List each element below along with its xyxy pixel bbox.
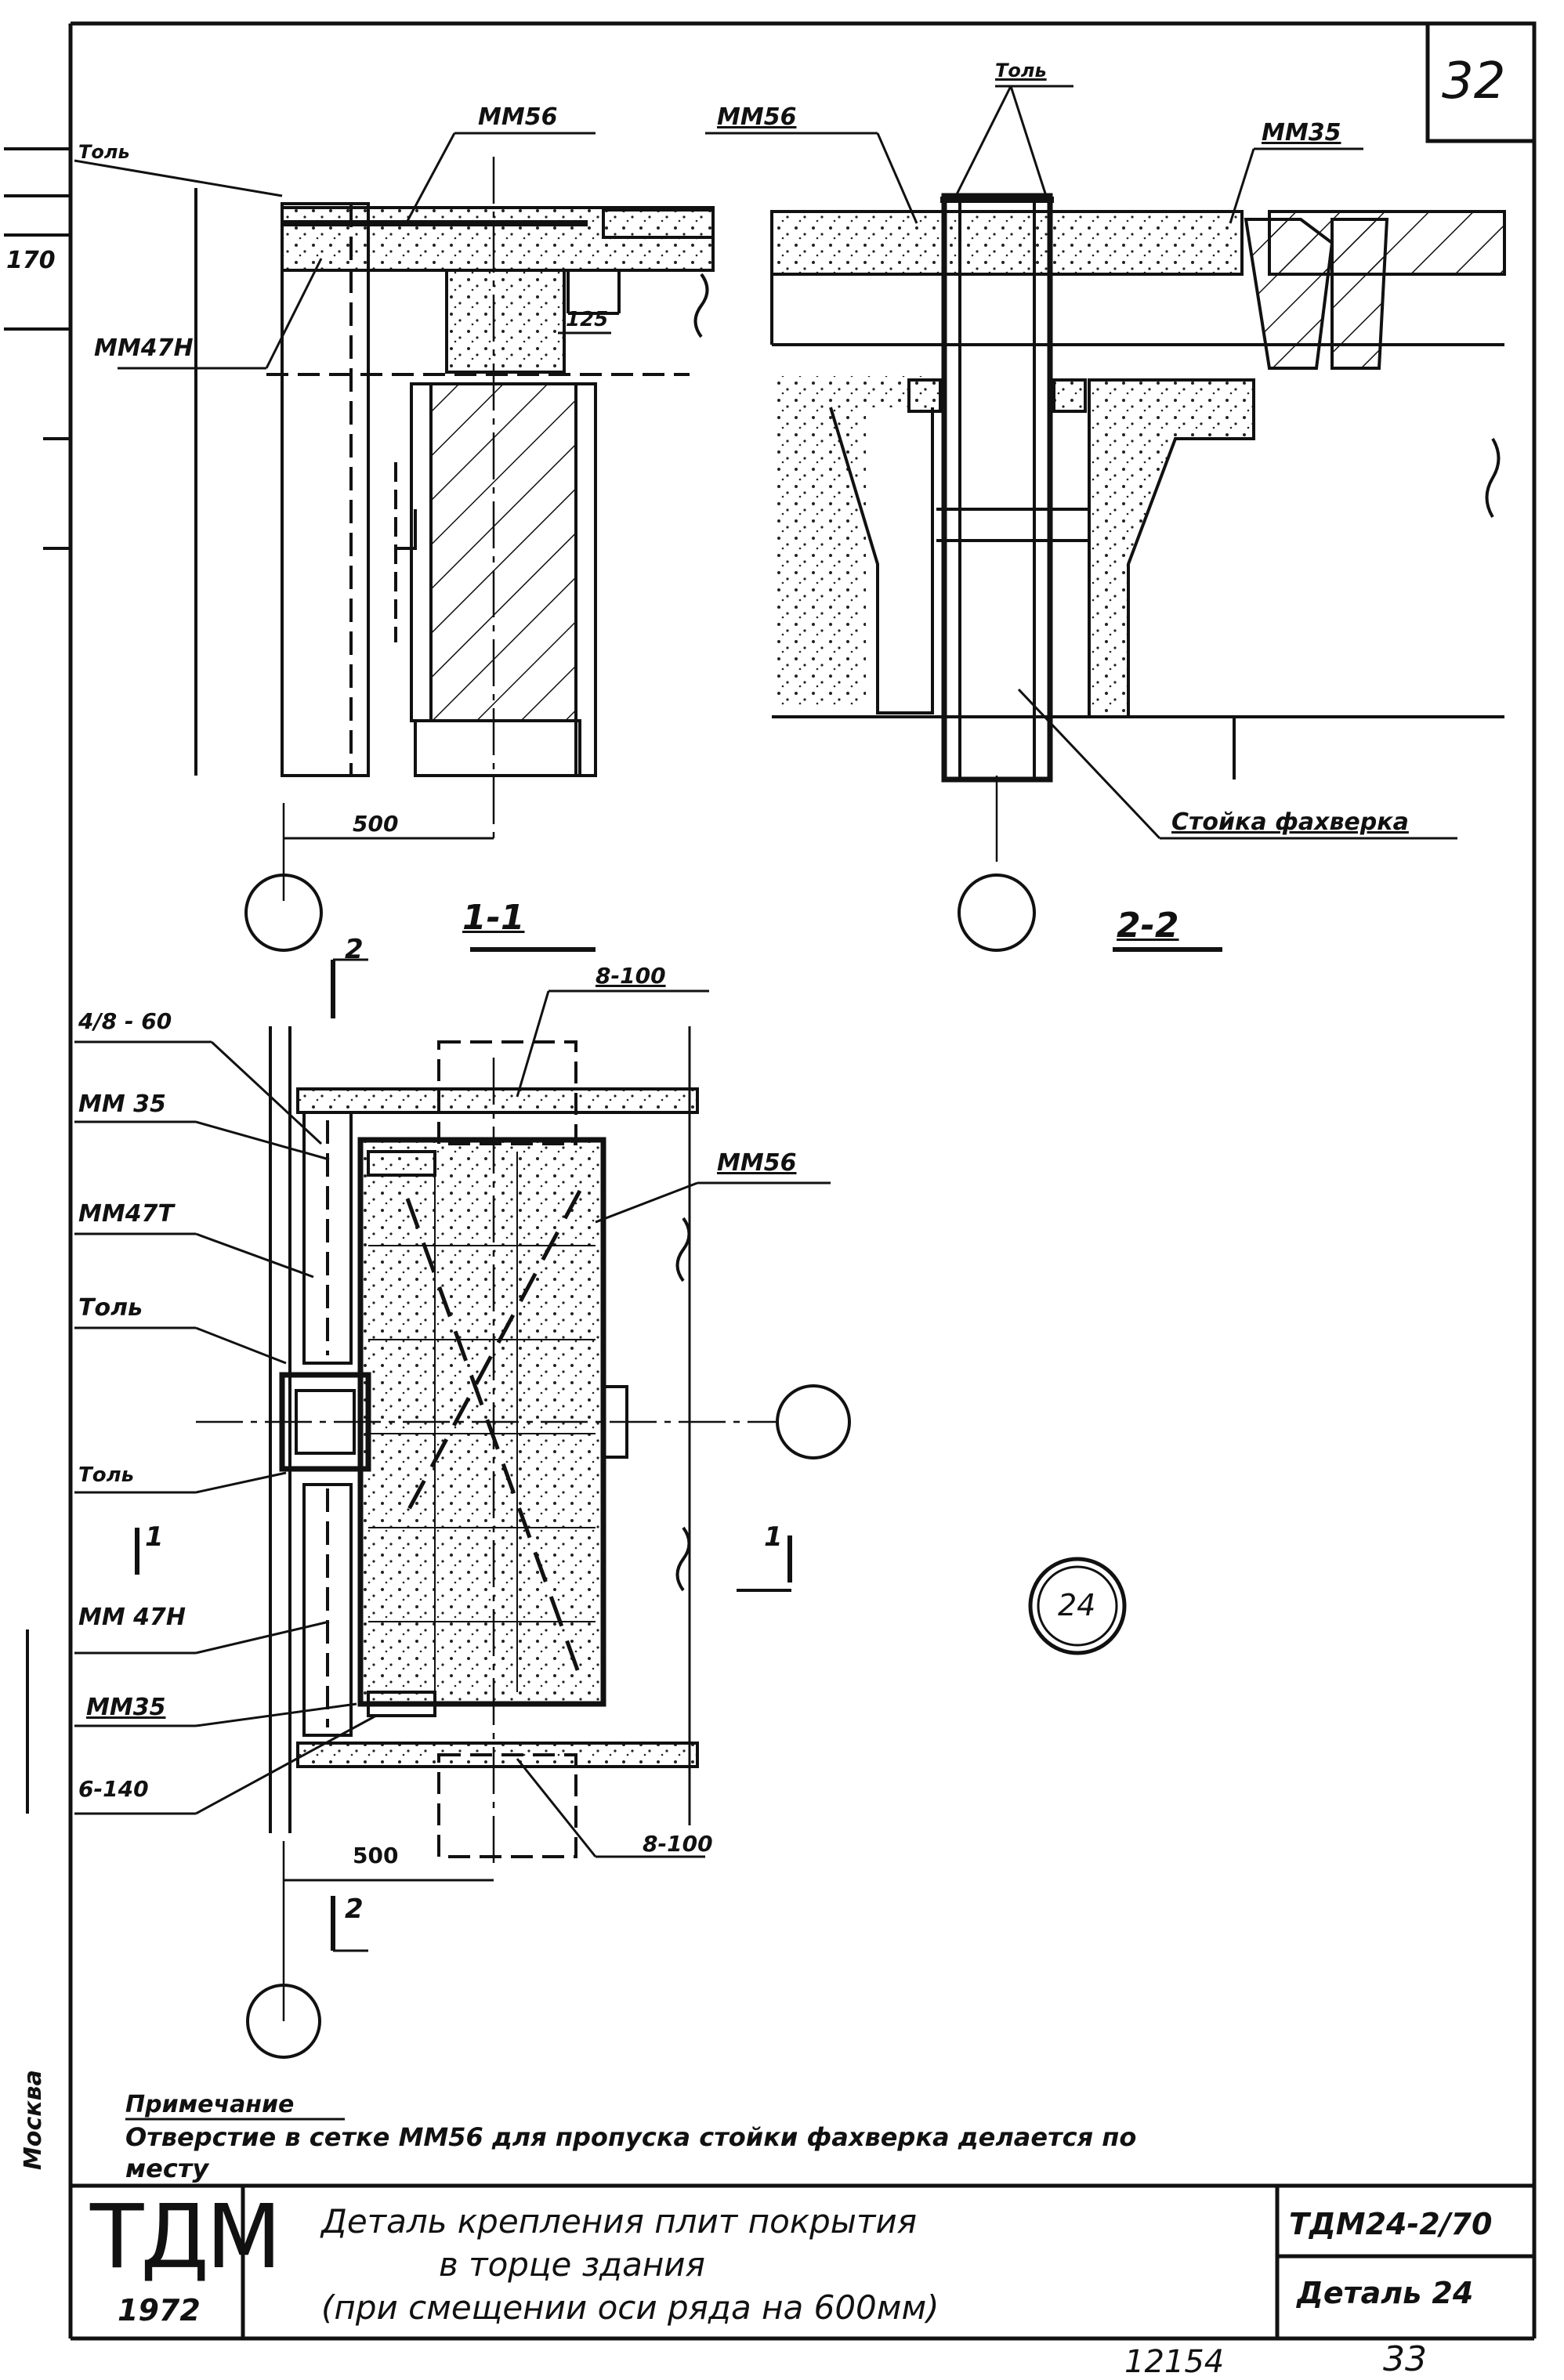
title-line1: Деталь крепления плит покрытия [321, 2202, 917, 2241]
plan-drawing [74, 958, 1127, 2059]
plan-mm47n-label: ММ 47Н [78, 1604, 186, 1631]
tdm-logo: ТДМ [90, 2186, 282, 2288]
note-text-line1: Отверстие в сетке ММ56 для пропуска стой… [125, 2122, 1137, 2152]
plan-section-mark-left: 1 [145, 1521, 164, 1553]
plan-mm47t-label: ММ47Т [78, 1200, 174, 1228]
plan-mm35-top-label: ММ 35 [78, 1091, 166, 1118]
city-label: Москва [20, 2070, 47, 2170]
s11-d500-label: 500 [353, 811, 399, 837]
note-title: Примечание [125, 2091, 295, 2118]
section-2-2-title: 2-2 [1117, 906, 1179, 946]
title-line3: (при смещении оси ряда на 600мм) [321, 2288, 939, 2327]
title-line2: в торце здания [439, 2245, 705, 2284]
plan-8-100-bot-label: 8-100 [643, 1831, 713, 1857]
section-1-1-drawing [74, 132, 715, 952]
archive-number: 12154 [1124, 2344, 1225, 2380]
s22-tol-label: Толь [995, 60, 1047, 81]
s11-mm56-label: ММ56 [478, 103, 558, 131]
s22-stoyka-label: Стойка фахверка [1171, 808, 1409, 836]
plan-section-mark-bottom: 2 [345, 1894, 364, 1925]
plan-a4-8-60-label: 4/8 - 60 [78, 1008, 172, 1034]
page-number: 33 [1383, 2339, 1427, 2379]
plan-tol-2-label: Толь [78, 1463, 135, 1487]
s11-d170-label: 170 [6, 247, 56, 274]
section-1-1-title: 1-1 [462, 898, 525, 938]
year-label: 1972 [118, 2293, 201, 2328]
s11-mm47n-label: ММ47Н [94, 335, 194, 362]
plan-section-mark-right: 1 [764, 1521, 783, 1553]
section-2-2-drawing [705, 85, 1506, 952]
s22-mm35-label: ММ35 [1262, 119, 1341, 146]
s11-tol-label: Толь [78, 141, 130, 163]
s22-mm56-label: ММ56 [717, 103, 797, 131]
s11-d125-label: 125 [566, 308, 609, 331]
note-text-line2: месту [125, 2154, 209, 2183]
plan-tol-1-label: Толь [78, 1294, 143, 1322]
plan-6-140-label: 6-140 [78, 1776, 149, 1802]
plan-8-100-top-label: 8-100 [596, 963, 666, 989]
plan-section-mark-top: 2 [345, 934, 364, 965]
sheet-number: 32 [1442, 52, 1506, 110]
drawing-code: ТДМ24-2/70 [1289, 2207, 1493, 2241]
sheet-frame [4, 21, 1537, 2341]
plan-mm35-bot-label: ММ35 [86, 1694, 166, 1721]
detail-number-bubble: 24 [1058, 1588, 1096, 1622]
plan-mm56-label: ММ56 [717, 1149, 797, 1177]
plan-d500-label: 500 [353, 1843, 399, 1868]
detail-label: Деталь 24 [1297, 2276, 1474, 2310]
